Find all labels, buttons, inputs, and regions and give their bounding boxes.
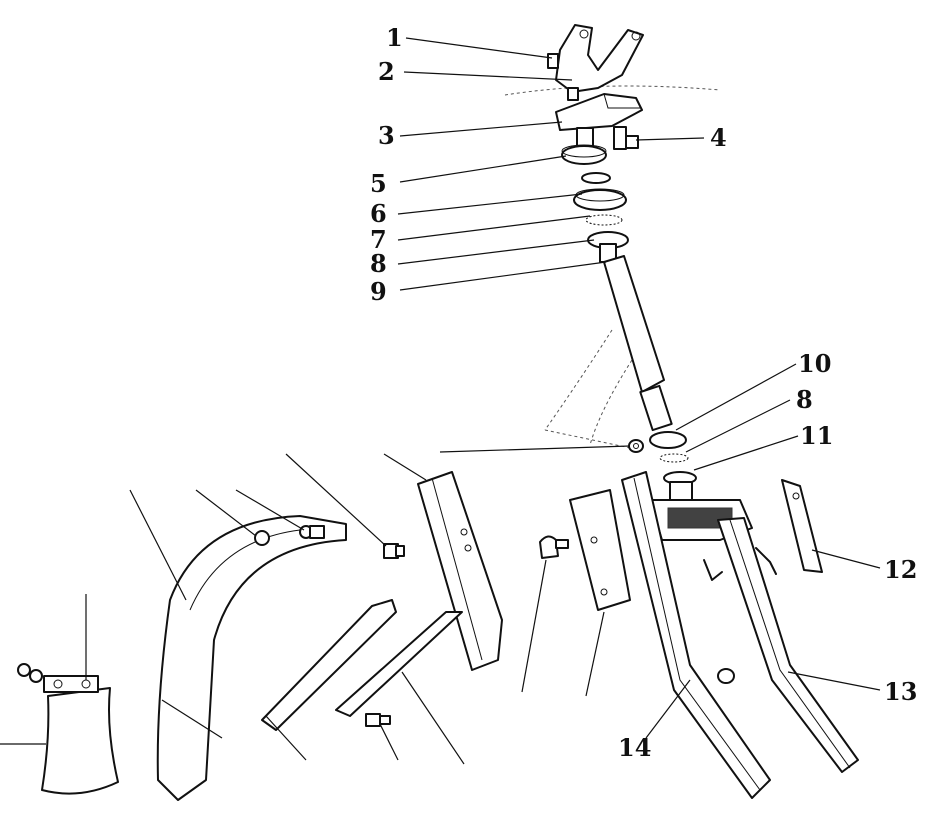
bearing-cup-5 [561,144,607,165]
nut-small [628,439,644,453]
callout-12: 12 [884,555,917,584]
callout-8-lower: 8 [796,385,813,414]
bolt-4 [613,126,639,150]
callout-10: 10 [798,349,831,378]
fork-assembly [621,471,859,799]
callout-13: 13 [884,677,917,706]
cap-nut [539,535,569,559]
callout-11: 11 [800,421,833,450]
callout-14: 14 [618,733,651,762]
lower-bearing-set [649,431,697,501]
stay-bolt [365,713,391,727]
ball-race-6 [573,188,627,211]
callout-1: 1 [386,23,403,52]
callout-labels: 1 2 3 4 5 6 7 8 9 10 8 11 12 13 14 [370,23,917,762]
channel-guard [417,471,503,671]
callout-4: 4 [710,123,727,152]
unlabeled-leaders [0,445,631,765]
callout-8-upper: 8 [370,249,387,278]
callout-9: 9 [370,277,387,306]
handlebar-clamp [547,24,644,101]
stays [261,599,463,731]
side-bracket-12 [781,479,823,573]
washer [581,172,611,184]
callout-3: 3 [378,121,395,150]
fork-column-9 [603,255,673,432]
plate-bracket [569,489,631,611]
cone-8-upper [587,231,629,263]
top-yoke [555,93,643,131]
callout-5: 5 [370,169,387,198]
ball-bearings-7 [585,214,623,226]
callout-2: 2 [378,57,395,86]
callout-6: 6 [370,199,387,228]
hex-nut [383,543,405,559]
callout-7: 7 [370,225,387,254]
mud-flap [17,663,119,795]
mudguard [156,515,347,801]
callout-leaders [397,37,881,739]
